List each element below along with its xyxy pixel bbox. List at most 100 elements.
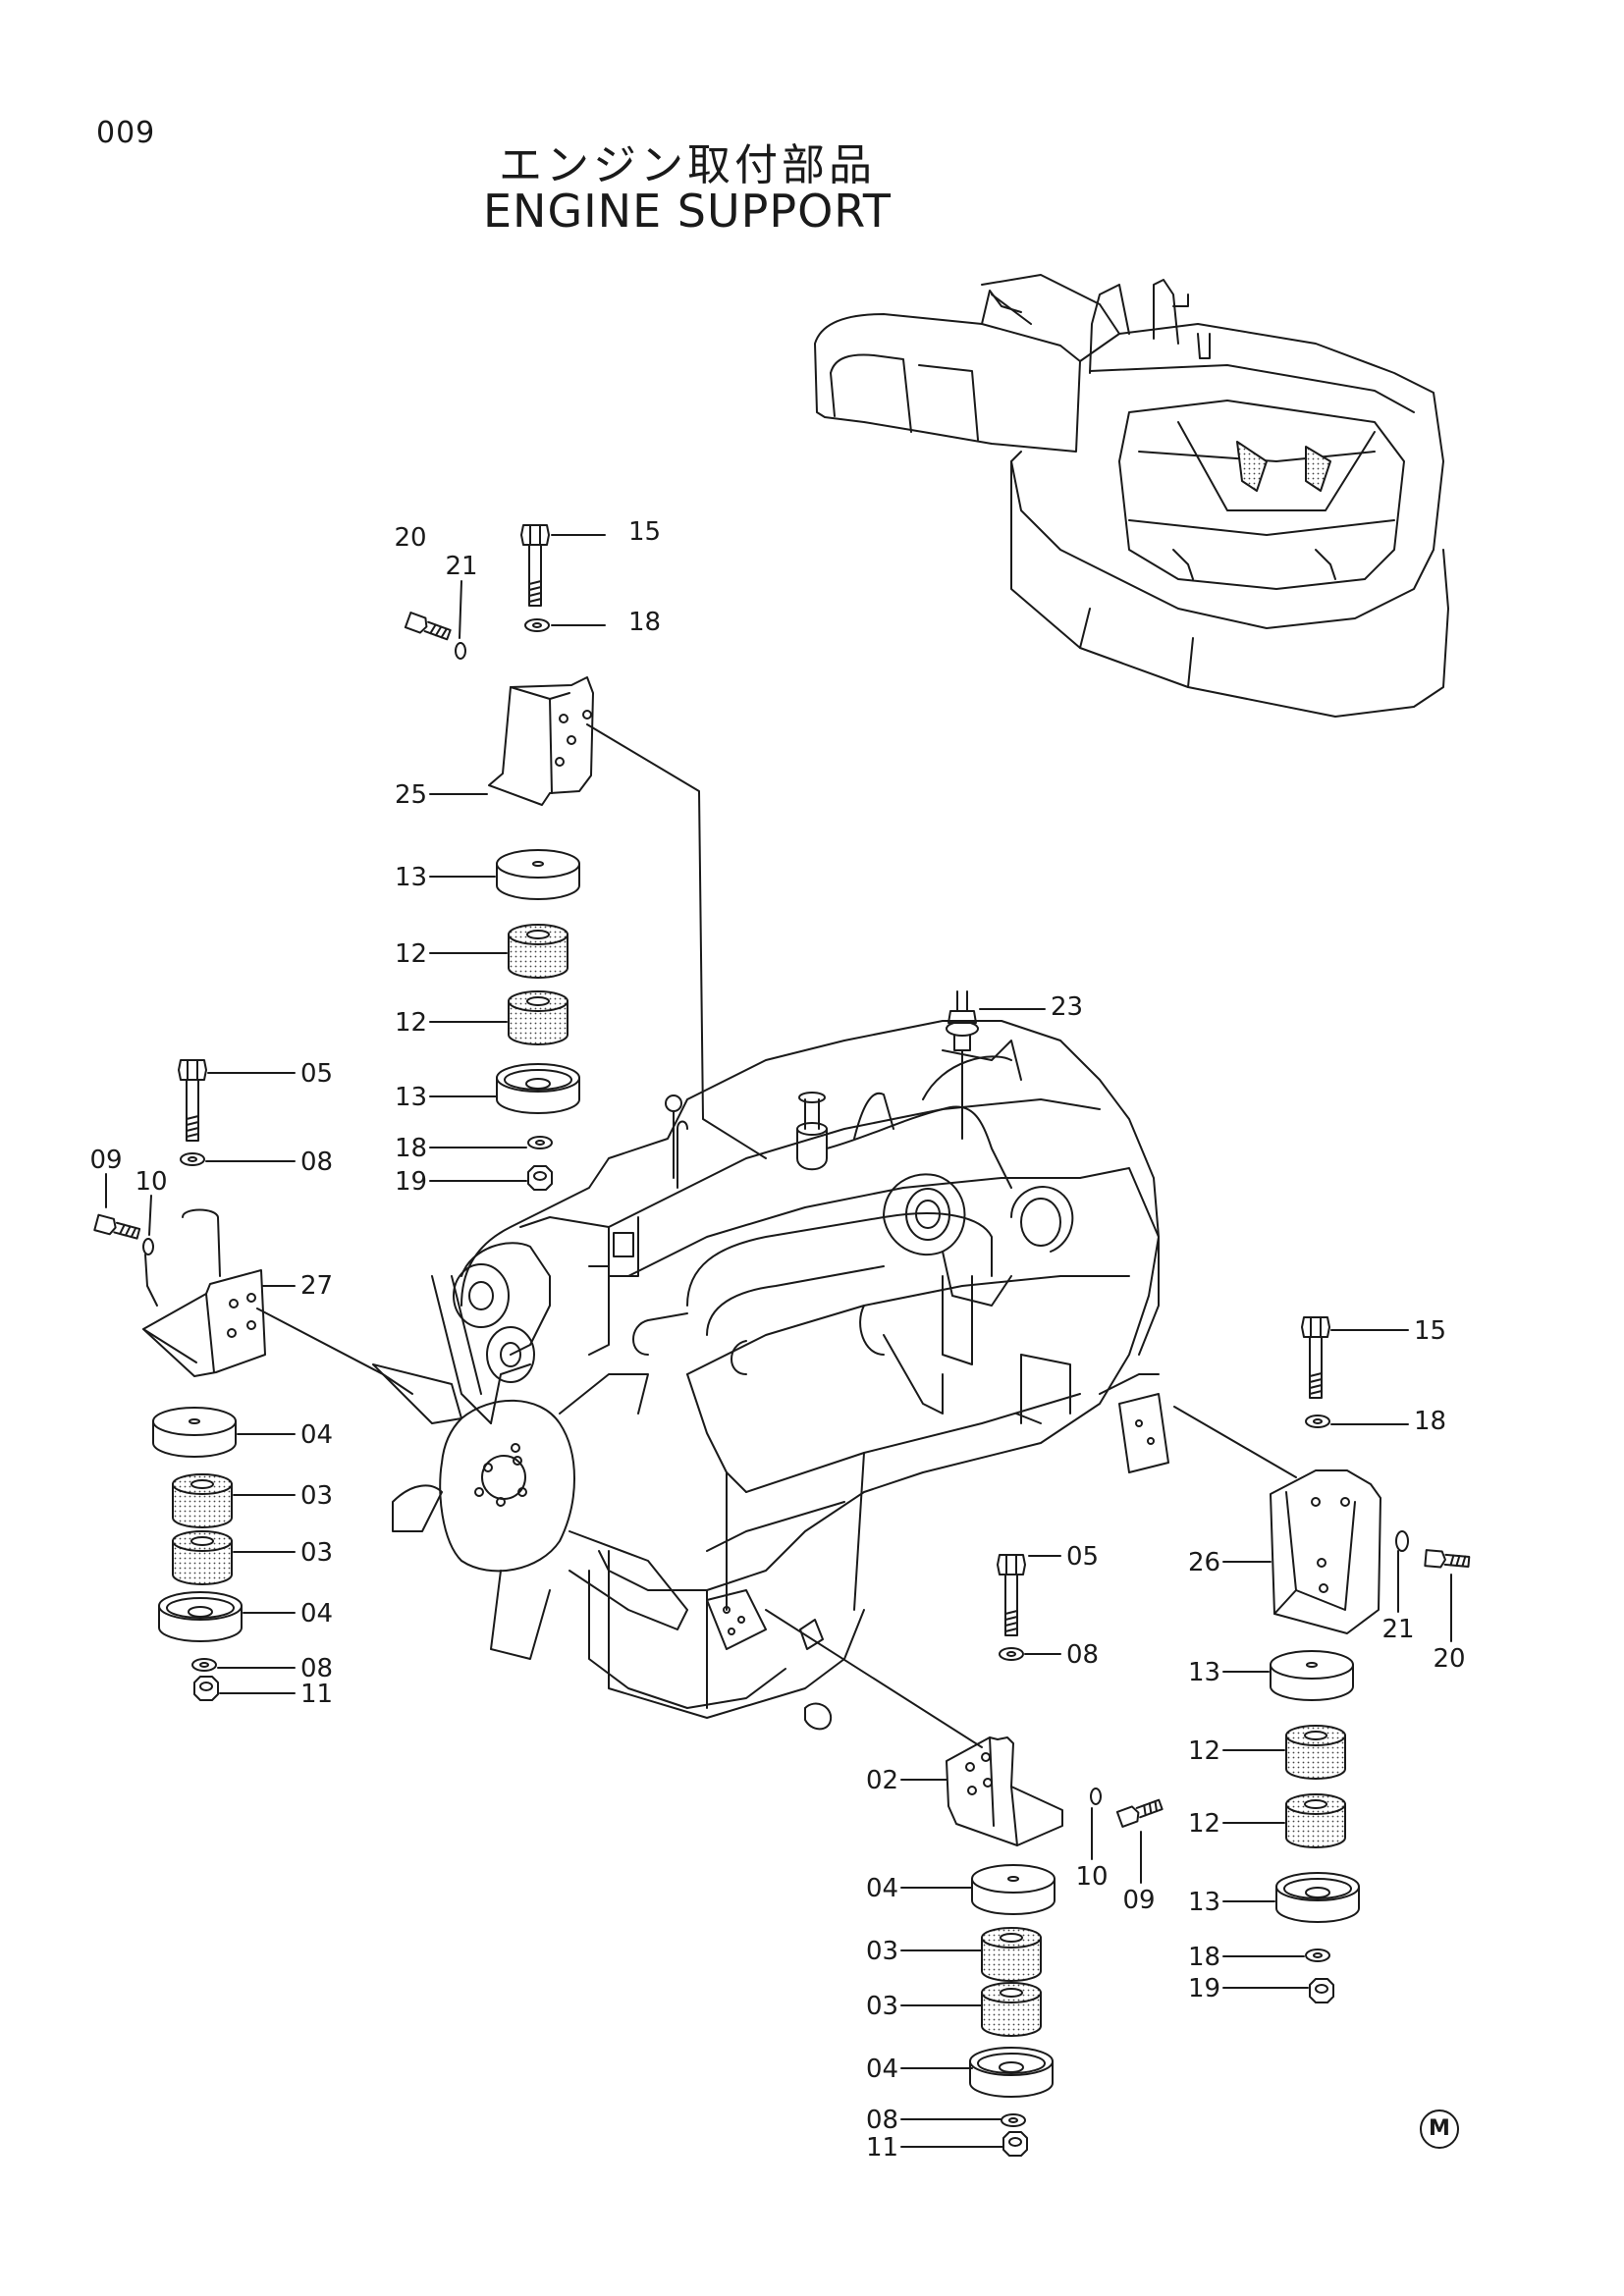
front-left-mount-group (93, 1059, 413, 1701)
callout-10: 10 (1075, 1807, 1109, 1892)
callout-12: 12 (1188, 1809, 1285, 1839)
callout-number: 18 (1188, 1943, 1220, 1972)
callout-03: 03 (233, 1481, 333, 1511)
callout-12: 12 (1188, 1736, 1285, 1766)
callout-number: 12 (1188, 1809, 1220, 1839)
callout-09: 09 (89, 1146, 123, 1208)
callout-number: 08 (1066, 1640, 1099, 1670)
callout-04: 04 (243, 1599, 333, 1629)
callout-21: 21 (445, 552, 478, 639)
callout-13: 13 (1188, 1658, 1270, 1687)
callout-04: 04 (866, 1874, 973, 1903)
callout-number: 05 (300, 1059, 333, 1089)
callout-number: 04 (300, 1599, 333, 1629)
callout-13: 13 (395, 863, 496, 892)
callout-number: 27 (300, 1271, 333, 1301)
engine-illustration (372, 990, 1169, 1731)
callout-number: 19 (395, 1167, 427, 1197)
callout-20: 20 (394, 523, 426, 553)
callout-number: 13 (395, 1083, 427, 1112)
callout-number: 08 (300, 1654, 333, 1683)
callout-number: 23 (1051, 992, 1083, 1022)
callout-05: 05 (1028, 1542, 1099, 1572)
callout-13: 13 (1188, 1888, 1275, 1917)
callout-number: 04 (866, 2055, 898, 2084)
callout-03: 03 (866, 1937, 983, 1966)
callout-11: 11 (219, 1680, 333, 1709)
callout-21: 21 (1381, 1550, 1415, 1644)
callout-number: 12 (395, 939, 427, 969)
callout-number: 26 (1188, 1548, 1220, 1577)
callout-number: 13 (1188, 1888, 1220, 1917)
callout-number: 10 (1075, 1862, 1108, 1892)
callout-19: 19 (1188, 1974, 1309, 2003)
callout-number: 18 (628, 608, 661, 637)
callout-number: 13 (1188, 1658, 1220, 1687)
callout-03: 03 (233, 1538, 333, 1568)
callout-number: 10 (135, 1167, 167, 1197)
callout-number: 20 (1433, 1644, 1465, 1674)
callout-number: 05 (1066, 1542, 1099, 1572)
callout-13: 13 (395, 1083, 498, 1112)
callout-number: 25 (395, 780, 427, 810)
callout-number: 11 (866, 2133, 898, 2163)
callout-number: 08 (866, 2106, 898, 2135)
callout-number: 03 (300, 1481, 333, 1511)
callout-number: 02 (866, 1766, 898, 1795)
callout-18: 18 (551, 608, 661, 637)
callout-number: 18 (395, 1134, 427, 1163)
rear-right-mount-group (1173, 1316, 1471, 2003)
callout-12: 12 (395, 939, 508, 969)
callout-number: 20 (394, 523, 426, 553)
callout-23: 23 (979, 992, 1083, 1022)
callout-18: 18 (1188, 1943, 1305, 1972)
callout-number: 15 (628, 517, 661, 547)
callout-04: 04 (866, 2055, 973, 2084)
callout-02: 02 (866, 1766, 947, 1795)
callout-04: 04 (237, 1420, 333, 1450)
callout-number: 03 (300, 1538, 333, 1568)
callout-number: 21 (1381, 1615, 1414, 1644)
callout-number: 03 (866, 1992, 898, 2021)
callout-09: 09 (1122, 1831, 1156, 1915)
callout-26: 26 (1188, 1548, 1272, 1577)
callout-number: 08 (300, 1148, 333, 1177)
callout-18: 18 (395, 1134, 527, 1163)
callout-10: 10 (135, 1167, 168, 1236)
callout-18: 18 (1330, 1407, 1446, 1436)
callout-08: 08 (205, 1148, 333, 1177)
callout-number: 09 (89, 1146, 122, 1175)
callout-number: 03 (866, 1937, 898, 1966)
callout-12: 12 (395, 1008, 508, 1038)
callout-number: 12 (395, 1008, 427, 1038)
callout-number: 18 (1414, 1407, 1446, 1436)
callout-number: 15 (1414, 1316, 1446, 1346)
excavator-illustration (814, 274, 1449, 718)
callout-number: 04 (300, 1420, 333, 1450)
callout-11: 11 (866, 2133, 1004, 2163)
callout-leader-line (459, 580, 462, 639)
callout-number: 09 (1122, 1886, 1155, 1915)
callout-03: 03 (866, 1992, 983, 2021)
callout-08: 08 (1024, 1640, 1099, 1670)
callout-08: 08 (866, 2106, 1002, 2135)
callout-15: 15 (551, 517, 661, 547)
title-english: ENGINE SUPPORT (482, 185, 893, 238)
callout-number: 11 (300, 1680, 333, 1709)
front-right-mount-group (765, 1554, 1164, 2157)
manufacturer-mark: M (1420, 2109, 1459, 2149)
callout-number: 04 (866, 1874, 898, 1903)
callout-05: 05 (207, 1059, 333, 1089)
callout-number: 21 (445, 552, 477, 581)
callout-25: 25 (395, 780, 488, 810)
callout-number: 13 (395, 863, 427, 892)
page-number: 009 (96, 116, 156, 150)
callout-leader-line (148, 1195, 152, 1236)
callout-number: 12 (1188, 1736, 1220, 1766)
title-japanese: エンジン取付部品 (499, 140, 876, 190)
rear-mount-group-top (404, 524, 767, 1191)
callout-08: 08 (217, 1654, 333, 1683)
